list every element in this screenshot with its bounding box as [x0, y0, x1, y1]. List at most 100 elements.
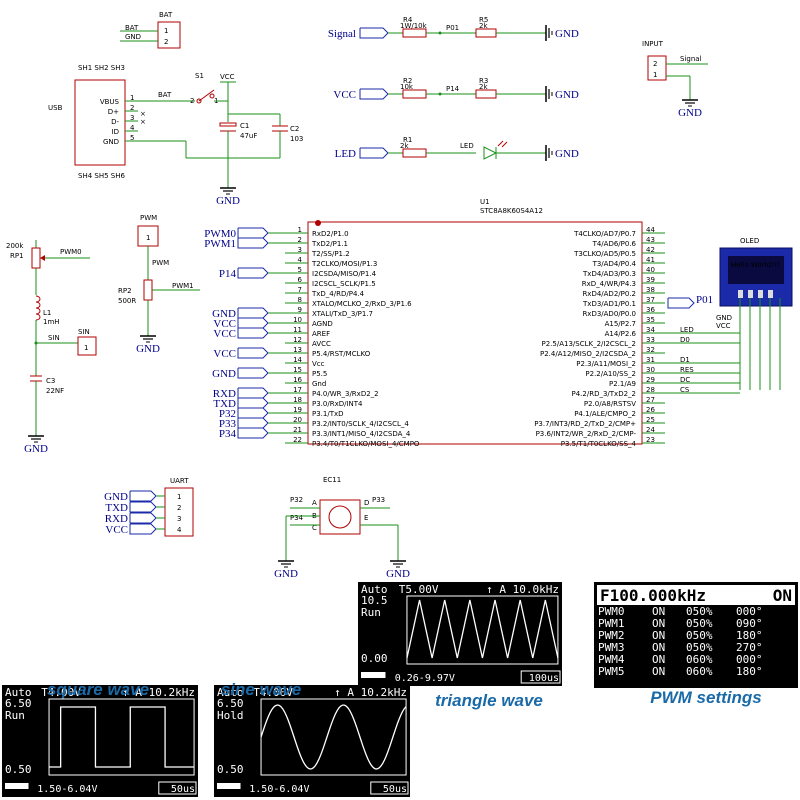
- u1-right-pin-number: 31: [646, 356, 655, 364]
- rp2-net: PWM1: [172, 282, 194, 290]
- net-port-label: VCC: [213, 318, 236, 330]
- port-symbol: [237, 397, 269, 409]
- ec11-net: P33: [372, 496, 385, 504]
- triangle-scope-bezel: [358, 582, 562, 686]
- oled-net: VCC: [716, 322, 731, 330]
- port-symbol: [237, 347, 269, 359]
- sine-scope-bezel: [214, 685, 410, 797]
- u1-left-pin-name: Vcc: [312, 360, 325, 368]
- usb-pin-name: ID: [112, 128, 119, 136]
- port-symbol: [359, 88, 389, 100]
- u1-right-net: CS: [680, 386, 690, 394]
- sin-ref: SIN: [78, 328, 90, 336]
- pwm-phase: 180°: [736, 629, 763, 642]
- scope-plot-frame: [406, 595, 559, 665]
- scope-vmax: 6.50: [5, 697, 32, 710]
- net-port-label: P32: [219, 408, 236, 420]
- led-ref: LED: [460, 142, 474, 150]
- pwm-duty: 050%: [686, 629, 713, 642]
- net-port-label: P34: [219, 428, 237, 440]
- pwm-channel: PWM0: [598, 605, 625, 618]
- rp1-value: 200k: [6, 242, 24, 250]
- u1-right-net: D0: [680, 336, 690, 344]
- vcc-row-value-b: 2k: [479, 83, 488, 91]
- net-port-label: GND: [104, 491, 128, 503]
- scope-mode: Auto: [361, 583, 388, 596]
- usb-shield-label: SH4 SH5 SH6: [78, 172, 125, 180]
- u1-left-pin-name: XTALO/MCLKO_2/RxD_3/P1.6: [312, 300, 412, 308]
- input-pin: 2: [653, 60, 657, 68]
- net-port-label: PWM0: [204, 228, 236, 240]
- usb-shield-label: SH1 SH2 SH3: [78, 64, 125, 72]
- port-symbol: [129, 490, 157, 502]
- u1-right-pin-name: RxD_4/WR/P4.3: [582, 280, 636, 288]
- u1-right-pin-number: 32: [646, 346, 655, 354]
- bat-net: BAT: [125, 24, 139, 32]
- u1-chip-body: [307, 221, 643, 445]
- pwm-phase: 270°: [736, 641, 763, 654]
- scope-timebase-box: [370, 781, 409, 795]
- bat-ref: BAT: [159, 11, 173, 19]
- u1-left-pin-name: P4.0/WR_3/RxD2_2: [312, 390, 379, 398]
- scope-level-bar: [361, 672, 386, 678]
- u1-right-pin-name: P4.2/RD_3/TxD2_2: [572, 390, 637, 398]
- scope-mode: Auto: [5, 686, 32, 699]
- c3-value: 22NF: [46, 387, 64, 395]
- u1-pin1-dot: [315, 220, 321, 226]
- usb-pin-name: GND: [103, 138, 119, 146]
- u1-left-pin-name: P3.3/INT1/MISO_4/I2CSDA_4: [312, 430, 411, 438]
- pwm-on: ON: [652, 665, 665, 678]
- oled-pin: [738, 290, 743, 298]
- rp1-wiper: [40, 255, 45, 261]
- u1-right-pin-number: 23: [646, 436, 655, 444]
- scope-trace: [49, 706, 195, 768]
- signal-row-ref-a: R4: [403, 16, 413, 24]
- u1-left-pin-name: I2CSDA/MISO/P1.4: [312, 270, 377, 278]
- l1-inductor: [35, 313, 41, 321]
- u1-left-pin-number: 18: [293, 396, 302, 404]
- oled-screen: [728, 256, 784, 284]
- pwm-phase: 180°: [736, 665, 763, 678]
- signal-row-resistor-b: [475, 28, 497, 38]
- scope-vmax: 6.50: [217, 697, 244, 710]
- pwm-screen-header-bg: [597, 585, 795, 605]
- switch-contact: [196, 98, 202, 104]
- scope-trigger: ↑ A 10.2kHz: [122, 686, 195, 699]
- u1-left-pin-name: P3.0/RxD/INT4: [312, 400, 363, 408]
- c1-ref: C1: [240, 122, 249, 130]
- u1-left-pin-name: Gnd: [312, 380, 326, 388]
- pwm-on: ON: [652, 641, 665, 654]
- pwm-on: ON: [652, 653, 665, 666]
- u1-left-pin-number: 9: [298, 306, 302, 314]
- pwm-duty: 050%: [686, 641, 713, 654]
- vcc-rail-label: VCC: [220, 73, 235, 81]
- ground-label: GND: [678, 107, 702, 119]
- ground-label: GND: [555, 89, 579, 101]
- u1-right-pin-number: 28: [646, 386, 655, 394]
- u1-left-pin-number: 5: [298, 266, 302, 274]
- usb-pin-number: 4: [130, 124, 135, 132]
- uart-pin: 3: [177, 515, 181, 523]
- u1-right-pin-name: P2.2/A10/SS_2: [585, 370, 636, 378]
- sin-connector: [77, 336, 97, 356]
- port-symbol: [237, 427, 269, 439]
- scope-vmin: 0.50: [5, 763, 32, 776]
- led-diode: [483, 146, 498, 160]
- scope-vmin: 0.00: [361, 652, 388, 665]
- net-port-label: P33: [219, 418, 237, 430]
- usb-nc-mark: ×: [140, 118, 146, 126]
- u1-right-pin-number: 25: [646, 416, 655, 424]
- u1-right-pin-name: T4CLKO/AD7/P0.7: [573, 230, 636, 238]
- u1-left-pin-name: TxD_4/RD/P4.4: [311, 290, 365, 298]
- vcc-row-resistor-b: [475, 89, 497, 99]
- u1-right-port-label: P01: [696, 294, 713, 306]
- u1-left-pin-name: T2CLKO/MOSI/P1.3: [311, 260, 377, 268]
- net-port-label: P14: [219, 268, 237, 280]
- scope-mode: Auto: [217, 686, 244, 699]
- ec11-pin: E: [364, 514, 368, 522]
